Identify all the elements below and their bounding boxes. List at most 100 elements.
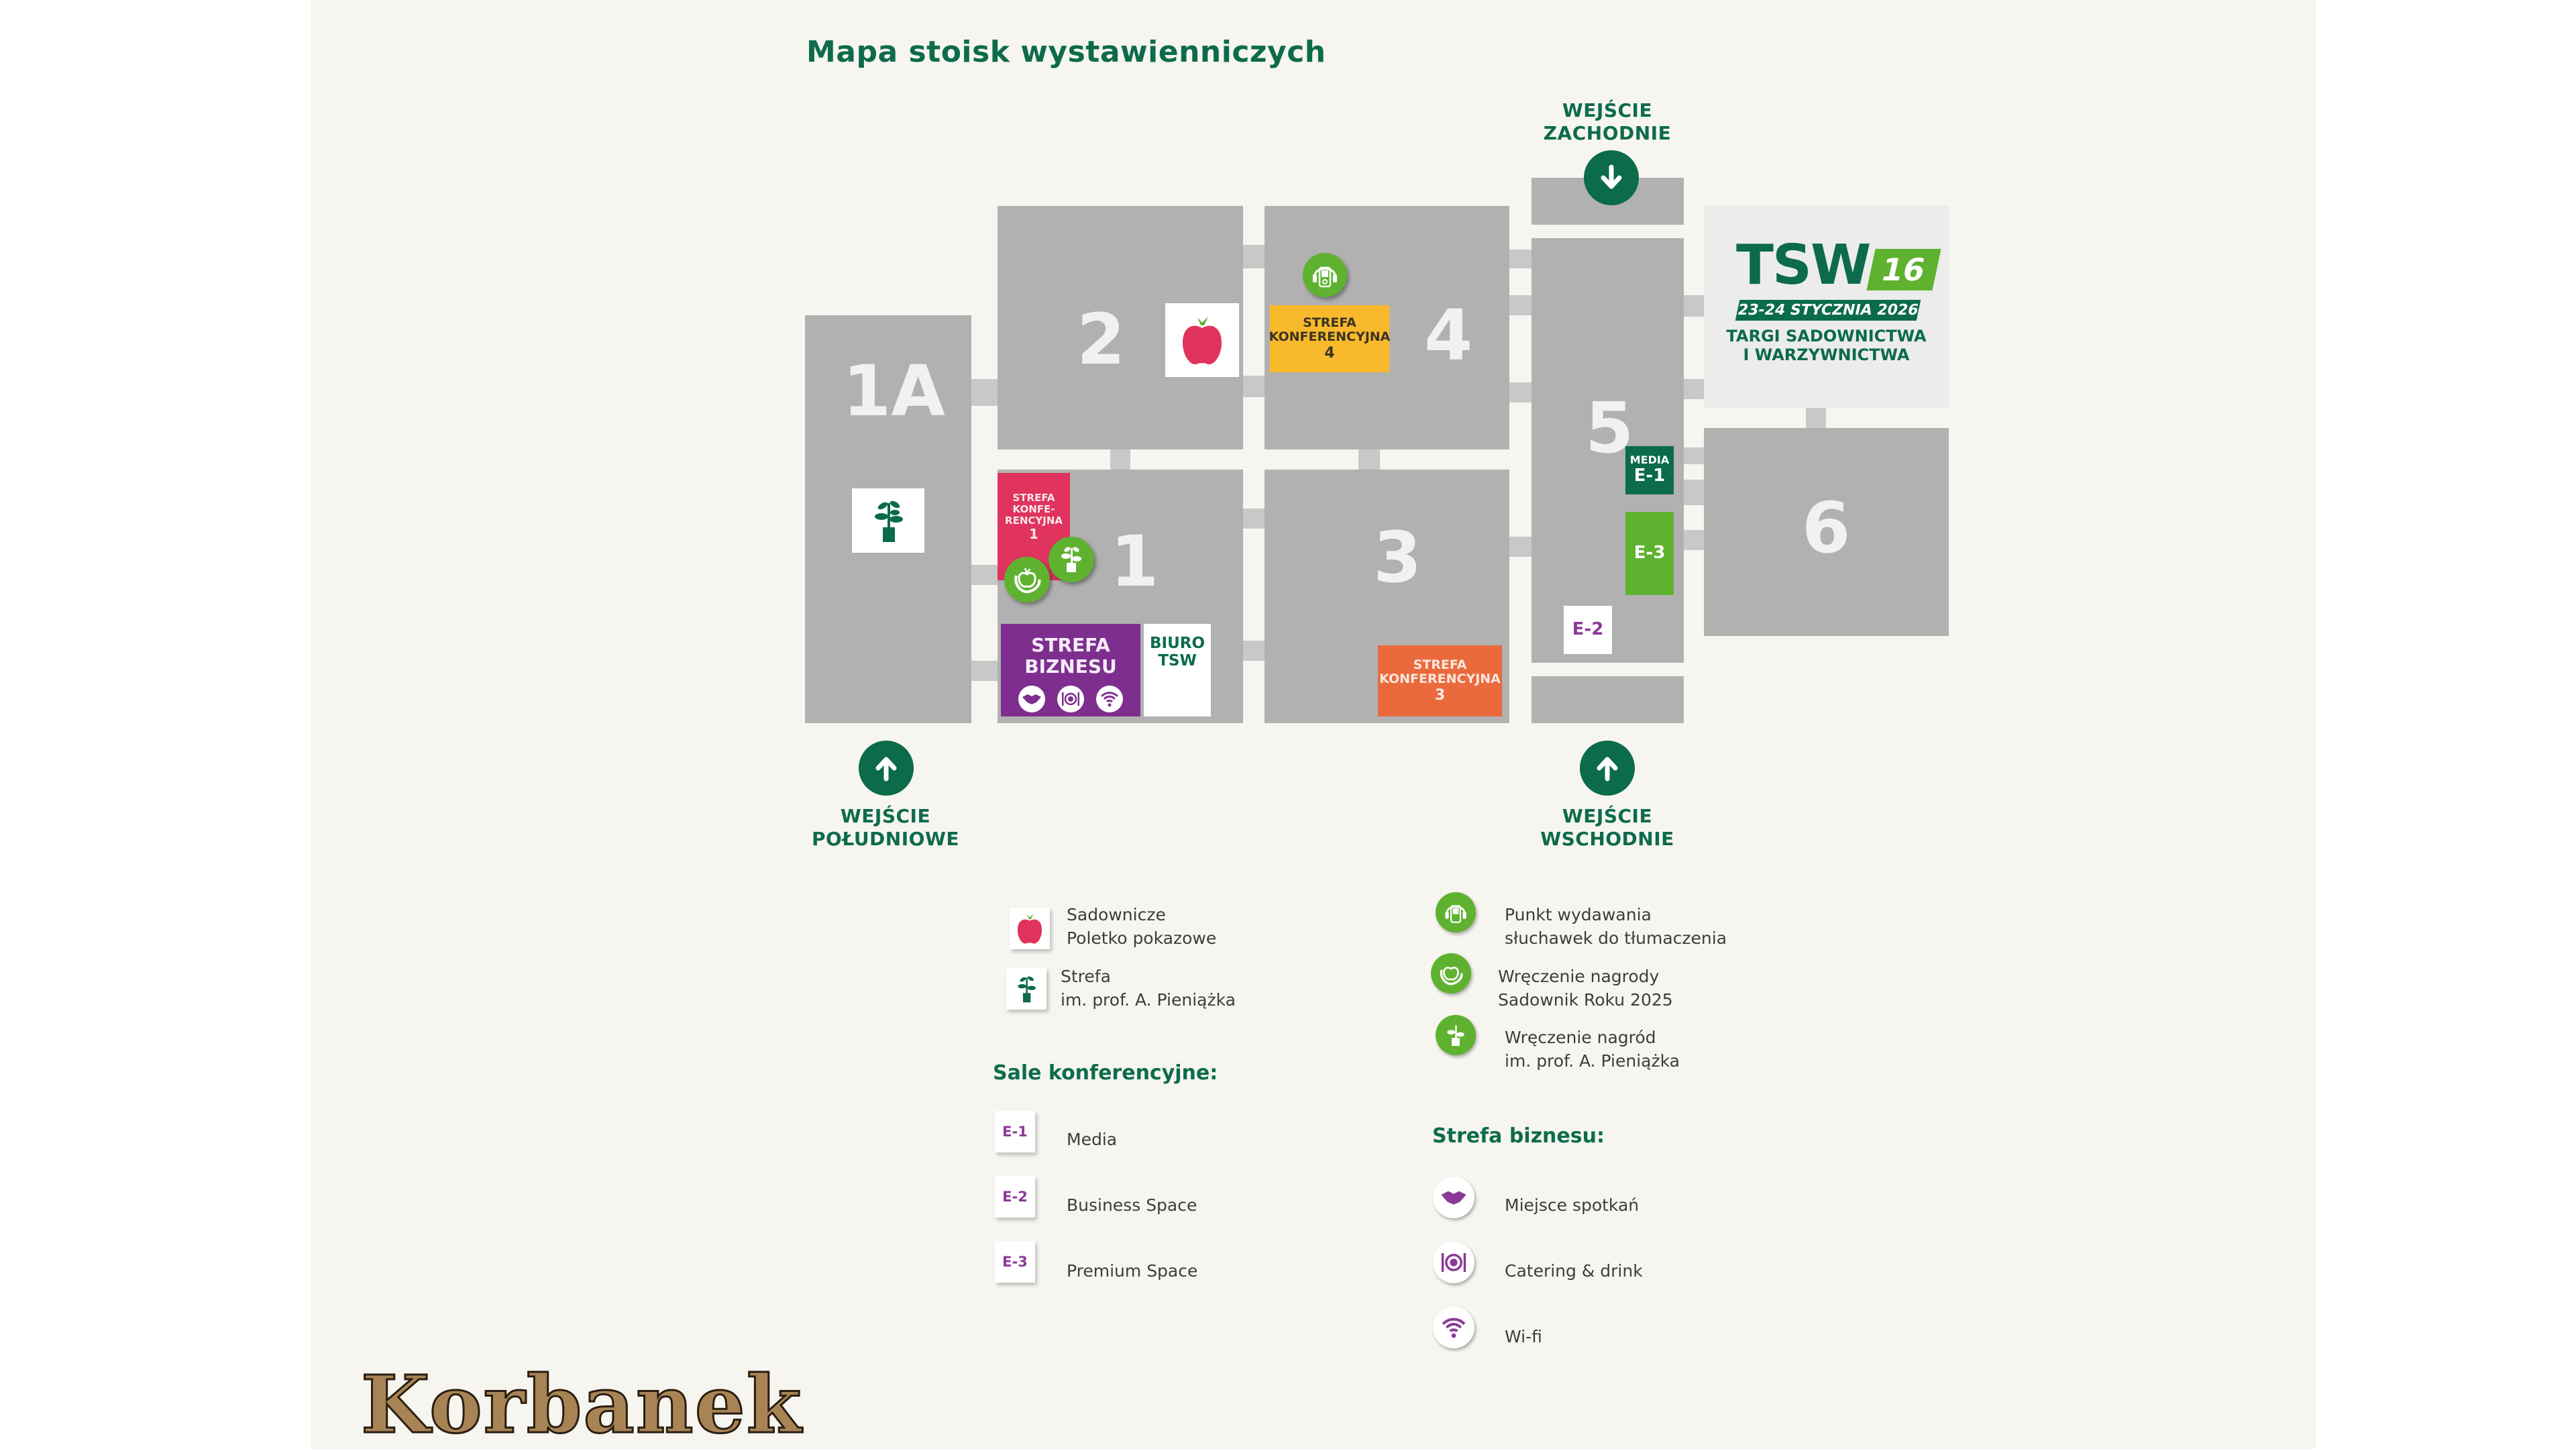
arrow-up-icon [1597, 757, 1618, 782]
hall-5[interactable]: 5 MEDIA E-1 E-3 E-2 [1532, 238, 1684, 663]
conference-zone-4[interactable]: STREFA KONFERENCYJNA 4 [1269, 305, 1391, 372]
room-code: E-3 [1002, 1254, 1028, 1270]
east-entrance-label: WEJŚCIE WSCHODNIE [1529, 805, 1685, 850]
apple-award-icon [1440, 967, 1463, 985]
legend-line: Sadownicze [1067, 905, 1166, 924]
legend-item-text: Media [1067, 1130, 1118, 1149]
korbanek-watermark: Korbanek [360, 1358, 803, 1451]
hall-3[interactable]: 3 STREFA KONFERENCYJNA 3 [1265, 470, 1509, 723]
zone-label: MEDIA [1629, 453, 1670, 466]
room-code: E-1 [1633, 466, 1666, 486]
legend-item-text: Wi-fi [1505, 1327, 1542, 1346]
zone-label: RENCYJNA [1005, 515, 1063, 527]
logo-subtitle-1: TARGI SADOWNICTWA [1726, 327, 1927, 345]
zone-label: KONFERENCYJNA [1269, 329, 1391, 345]
headphones-point[interactable] [1303, 253, 1347, 297]
conference-rooms-heading: Sale konferencyjne: [993, 1061, 1218, 1085]
legend-item-text: Strefa im. prof. A. Pieniążka [1061, 965, 1236, 1012]
legend-item-text: Business Space [1067, 1195, 1197, 1215]
corridor [1110, 449, 1130, 470]
plant-icon [1018, 976, 1036, 1003]
room-e1-media[interactable]: MEDIA E-1 [1625, 446, 1674, 494]
corridor [1684, 480, 1704, 505]
legend-item-text: Catering & drink [1505, 1261, 1643, 1281]
zone-label: BIURO [1149, 635, 1205, 652]
south-entrance-marker[interactable] [859, 741, 914, 796]
corridor [1509, 537, 1532, 557]
legend-item-text: Wręczenie nagrody Sadownik Roku 2025 [1498, 965, 1673, 1012]
logo-dates: 23-24 STYCZNIA 2026 [1735, 300, 1921, 321]
catering-icon [1441, 1253, 1466, 1272]
logo-subtitle-2: I WARZYWNICTWA [1743, 345, 1910, 364]
logo-brand: TSW 16 [1736, 233, 1942, 297]
legend-handshake-swatch [1433, 1177, 1474, 1218]
wifi-icon [1100, 692, 1119, 707]
zone-number: 3 [1434, 687, 1446, 704]
legend-e3-swatch: E-3 [995, 1241, 1035, 1283]
legend-line: Poletko pokazowe [1067, 928, 1217, 948]
room-e3-premium[interactable]: E-3 [1625, 512, 1674, 595]
apple-icon [1017, 914, 1042, 944]
page-title: Mapa stoisk wystawienniczych [806, 35, 1326, 69]
zone-number: 1 [1029, 526, 1038, 543]
corridor [971, 379, 998, 406]
legend-e2-swatch: E-2 [995, 1176, 1035, 1218]
legend-line: Wręczenie nagrody [1498, 967, 1660, 986]
tsw-office[interactable]: BIURO TSW [1144, 624, 1211, 716]
logo-edition: 16 [1866, 249, 1942, 290]
hall-1a[interactable]: 1A [805, 315, 971, 723]
legend-apple-award-swatch [1431, 953, 1471, 993]
legend-line: Punkt wydawania [1505, 905, 1652, 924]
handshake-icon [1441, 1191, 1466, 1205]
hall-label: 4 [1424, 294, 1473, 376]
zone-label: STREFA [1413, 657, 1467, 672]
corridor [1509, 382, 1532, 402]
business-zone-heading: Strefa biznesu: [1432, 1124, 1605, 1148]
entrance-line: ZACHODNIE [1543, 121, 1672, 144]
corridor [971, 661, 998, 681]
logo-tsw: TSW [1736, 233, 1871, 297]
hall-label: 3 [1373, 517, 1422, 598]
legend-line: słuchawek do tłumaczenia [1505, 928, 1727, 948]
hall-label: 1A [843, 350, 945, 432]
sadownik-award-point[interactable] [1004, 557, 1050, 602]
room-code: E-1 [1002, 1124, 1028, 1140]
room-e2-business[interactable]: E-2 [1564, 606, 1612, 654]
pieniazek-award-point[interactable] [1049, 537, 1094, 582]
hall-label: 2 [1077, 299, 1126, 380]
business-zone[interactable]: STREFA BIZNESU [1001, 624, 1140, 716]
plant-award-icon [1447, 1025, 1464, 1046]
legend-line: Sadownik Roku 2025 [1498, 990, 1673, 1010]
room-code: E-2 [1002, 1189, 1028, 1205]
legend-item-text: Punkt wydawania słuchawek do tłumaczenia [1505, 903, 1727, 950]
corridor [971, 565, 998, 585]
corridor [1243, 641, 1265, 661]
corridor [1806, 408, 1826, 428]
corridor [1684, 295, 1704, 317]
hall-label: 6 [1802, 487, 1851, 569]
handshake-icon [1022, 694, 1041, 705]
conference-zone-3[interactable]: STREFA KONFERENCYJNA 3 [1378, 645, 1502, 716]
legend-item-text: Wręczenie nagród im. prof. A. Pieniążka [1505, 1026, 1680, 1073]
entrance-line: WSCHODNIE [1540, 827, 1674, 850]
hall-2[interactable]: 2 [998, 206, 1243, 449]
business-icons [1018, 686, 1123, 713]
zone-label: TSW [1158, 652, 1197, 670]
hall-4[interactable]: 4 STREFA KONFERENCYJNA 4 [1265, 206, 1509, 449]
east-entrance-marker[interactable] [1580, 741, 1635, 796]
west-entrance-marker[interactable] [1584, 150, 1639, 205]
apple-icon [1183, 317, 1222, 365]
headphones-icon [1445, 905, 1466, 923]
west-entrance-label: WEJŚCIE ZACHODNIE [1536, 99, 1678, 144]
hall-6[interactable]: 6 [1704, 428, 1949, 636]
hall-1[interactable]: 1 STREFA KONFE- RENCYJNA 1 STREFA BIZNES… [998, 470, 1243, 723]
plant-award-icon [1061, 547, 1081, 572]
legend-catering-swatch [1433, 1242, 1474, 1283]
catering-badge [1057, 686, 1084, 713]
room-code: E-2 [1572, 619, 1604, 640]
corridor [1684, 447, 1704, 464]
zone-number: 4 [1324, 345, 1335, 362]
zone-label: STREFA [1303, 315, 1356, 330]
legend-line: Strefa [1061, 967, 1111, 986]
hall-label: 1 [1110, 521, 1159, 602]
